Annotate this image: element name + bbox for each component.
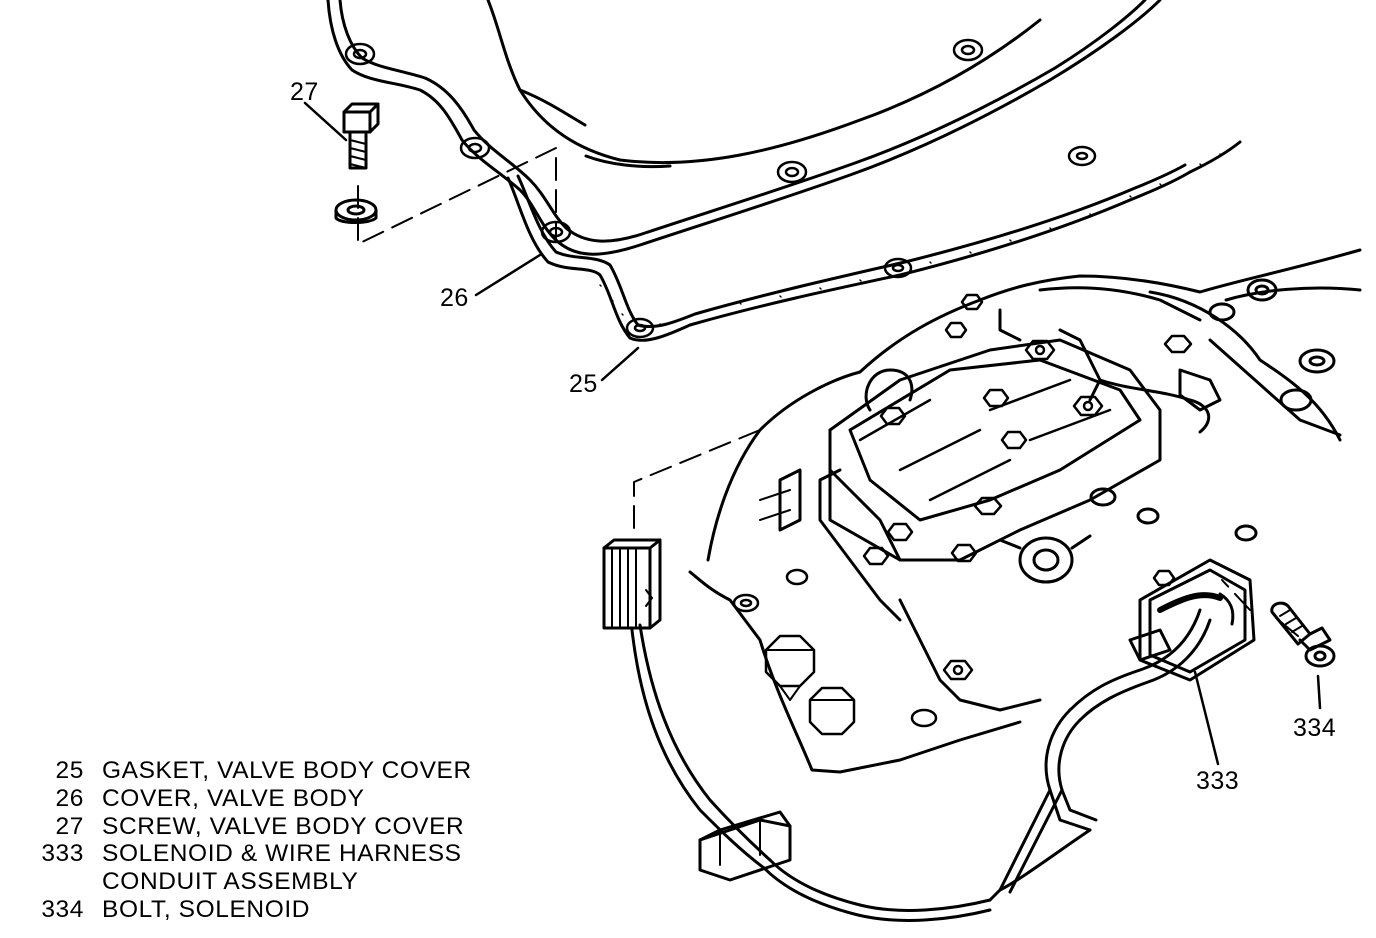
callout-25: 25 xyxy=(569,370,598,398)
legend-row: 27 SCREW, VALVE BODY COVER xyxy=(22,813,472,841)
callout-26: 26 xyxy=(440,284,469,312)
legend-description: BOLT, SOLENOID xyxy=(102,895,311,923)
valve-body-cover xyxy=(326,0,1162,256)
legend-description: CONDUIT ASSEMBLY xyxy=(102,868,359,896)
legend-description: SCREW, VALVE BODY COVER xyxy=(102,812,465,840)
callout-27: 27 xyxy=(290,78,319,106)
legend-row: 26 COVER, VALVE BODY xyxy=(22,785,472,813)
alignment-lines xyxy=(357,147,1251,611)
legend-row: CONDUIT ASSEMBLY xyxy=(22,868,472,896)
case-connector xyxy=(602,538,662,630)
wire-harness-conduit xyxy=(630,623,1098,922)
legend-row: 334 BOLT, SOLENOID xyxy=(22,896,472,924)
legend-description: GASKET, VALVE BODY COVER xyxy=(102,757,472,784)
valve-body-assembly xyxy=(688,248,1362,774)
callout-333: 333 xyxy=(1196,767,1240,795)
legend-number: 334 xyxy=(41,895,84,923)
legend-number: 25 xyxy=(55,757,84,784)
legend-row: 25 GASKET, VALVE BODY COVER xyxy=(22,757,472,785)
legend-description: SOLENOID & WIRE HARNESS xyxy=(102,840,462,868)
legend-number xyxy=(22,868,84,896)
solenoid-bolt xyxy=(1270,601,1336,668)
leader-lines xyxy=(303,101,1322,766)
legend-description: COVER, VALVE BODY xyxy=(102,784,365,812)
valve-body-cover-screw xyxy=(334,102,380,224)
legend-row: 333 SOLENOID & WIRE HARNESS xyxy=(22,840,472,868)
legend-number: 333 xyxy=(41,840,84,868)
callout-334: 334 xyxy=(1293,714,1337,742)
legend-number: 26 xyxy=(55,784,84,812)
solenoid-assembly xyxy=(1068,558,1256,722)
parts-legend: 25 GASKET, VALVE BODY COVER 26 COVER, VA… xyxy=(22,757,472,924)
legend-number: 27 xyxy=(55,812,84,840)
valve-body-cover-gasket xyxy=(506,140,1242,342)
